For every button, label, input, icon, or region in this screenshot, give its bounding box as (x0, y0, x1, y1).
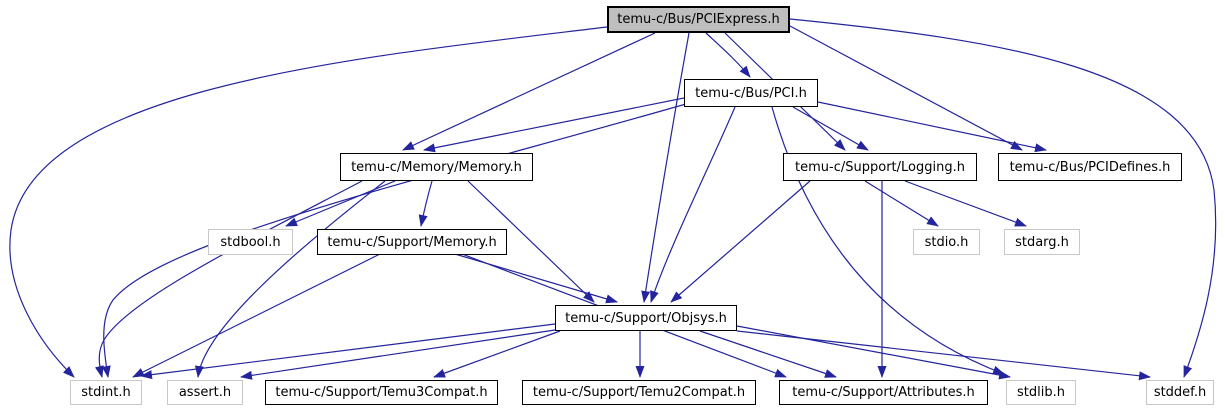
node-logging[interactable]: temu-c/Support/Logging.h (783, 153, 977, 181)
edge-pci-objsys (650, 106, 736, 303)
edge-memory-assert (194, 180, 386, 378)
edge-objsys-attributes (699, 330, 837, 378)
node-assert[interactable]: assert.h (167, 380, 243, 405)
edge-objsys-temu3compat (433, 330, 561, 378)
edge-objsys-stdint (140, 323, 556, 380)
edge-memory-stdint (94, 180, 363, 378)
edge-pciexpress-pcidefines (789, 25, 1023, 151)
edge-memory-stdbool (285, 180, 396, 227)
edge-objsys-stdlib (736, 325, 1011, 380)
edge-objsys-assert (240, 329, 556, 380)
node-attributes[interactable]: temu-c/Support/Attributes.h (779, 380, 988, 405)
node-stdlib[interactable]: stdlib.h (1006, 380, 1076, 405)
edge-pciexpress-pci (705, 32, 751, 78)
edge-logging-stdarg (904, 180, 1027, 227)
node-stdarg[interactable]: stdarg.h (1004, 229, 1080, 255)
node-stdint[interactable]: stdint.h (70, 380, 142, 405)
edge-pciexpress-stdint (9, 26, 608, 378)
node-stdbool[interactable]: stdbool.h (208, 229, 293, 255)
edge-logging-stdio (864, 180, 939, 227)
edge-memory-objsys (467, 180, 595, 303)
node-objsys[interactable]: temu-c/Support/Objsys.h (555, 305, 737, 331)
edge-pciexpress-stddef (789, 18, 1217, 378)
node-stddef[interactable]: stddef.h (1146, 380, 1214, 405)
edge-pciexpress-objsys (641, 32, 690, 303)
edge-pci-logging (792, 106, 869, 151)
node-pci[interactable]: temu-c/Bus/PCI.h (684, 79, 818, 107)
edge-memory-supportmemory (418, 180, 433, 227)
node-pcidefines[interactable]: temu-c/Bus/PCIDefines.h (998, 153, 1182, 181)
edge-logging-objsys (670, 180, 811, 303)
edge-pci-stdlib (771, 106, 1005, 375)
edge-objsys-stddef (736, 330, 1151, 381)
node-temu3compat[interactable]: temu-c/Support/Temu3Compat.h (265, 380, 498, 405)
edge-pciexpress-memory (402, 32, 656, 151)
node-stdio[interactable]: stdio.h (913, 229, 980, 255)
node-supportmemory[interactable]: temu-c/Support/Memory.h (317, 229, 507, 255)
node-temu2compat[interactable]: temu-c/Support/Temu2Compat.h (522, 380, 756, 405)
edge-pci-memory (423, 97, 685, 153)
node-memory[interactable]: temu-c/Memory/Memory.h (340, 153, 533, 181)
edge-supportmemory-stdint (132, 253, 381, 378)
edge-pci-pcidefines (817, 101, 1047, 153)
edge-pci-stdint (101, 103, 687, 378)
node-pciexpress[interactable]: temu-c/Bus/PCIExpress.h (607, 6, 790, 33)
